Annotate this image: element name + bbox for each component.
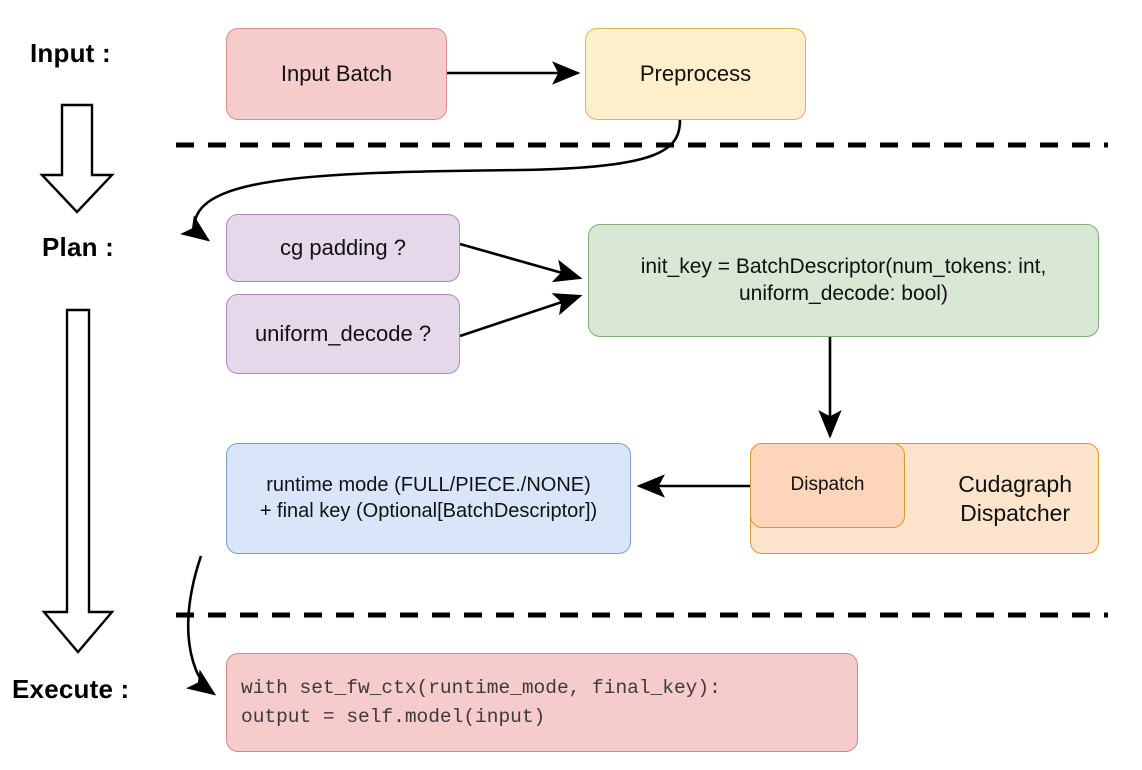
node-preprocess[interactable]: Preprocess xyxy=(585,28,806,120)
phase-label-execute: Execute : xyxy=(12,674,130,704)
node-cg-padding[interactable]: cg padding ? xyxy=(226,214,460,282)
plan-to-execute-arrow xyxy=(41,308,115,654)
node-init-key-batch-descriptor[interactable]: init_key = BatchDescriptor(num_tokens: i… xyxy=(588,224,1099,337)
edge-runtime-mode-to-execute-code xyxy=(186,555,217,696)
phase-label-plan: Plan : xyxy=(42,232,114,262)
edge-cg-padding-to-init-key xyxy=(459,242,583,283)
phase-label-input: Input : xyxy=(30,38,111,68)
node-execute-code-block[interactable]: with set_fw_ctx(runtime_mode, final_key)… xyxy=(226,653,858,752)
node-input-batch[interactable]: Input Batch xyxy=(226,28,447,120)
node-runtime-mode[interactable]: runtime mode (FULL/PIECE./NONE) + final … xyxy=(226,443,631,554)
node-uniform-decode[interactable]: uniform_decode ? xyxy=(226,294,460,374)
input-to-plan-arrow xyxy=(39,103,115,214)
edge-uniform-decode-to-init-key xyxy=(459,293,583,338)
node-dispatch[interactable]: Dispatch xyxy=(750,443,905,528)
